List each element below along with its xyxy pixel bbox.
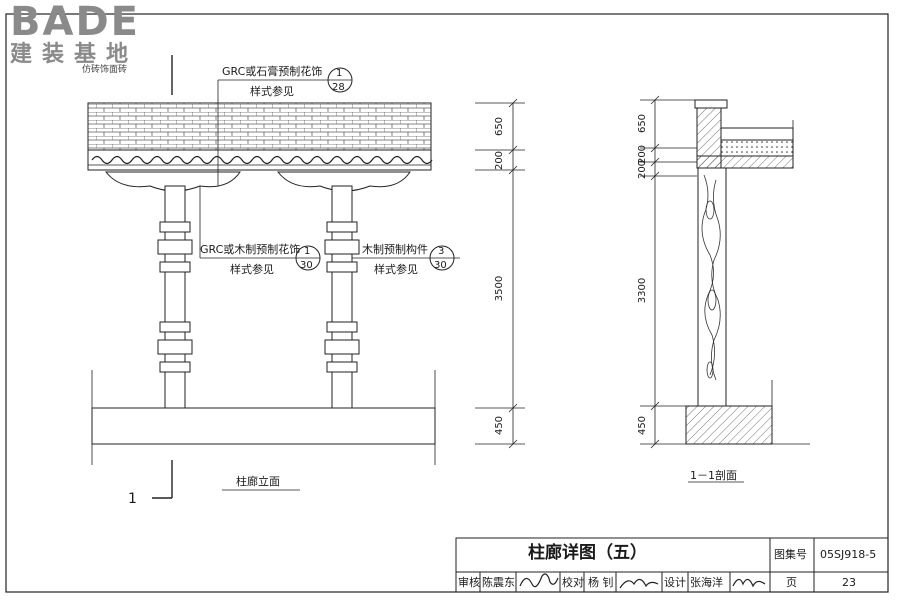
page-label: 页 (786, 576, 797, 589)
check-label: 校对 (562, 576, 584, 589)
section-mark: 1 (128, 491, 137, 507)
design-label: 设计 (664, 576, 686, 589)
elevation-view (87, 55, 460, 499)
section-cap (694, 99, 728, 109)
signature-designer (732, 578, 766, 588)
sheet-frame (5, 13, 889, 593)
review-label: 审核 (458, 576, 480, 589)
dim-left-650: 650 (494, 116, 506, 137)
roof-fill (720, 139, 794, 157)
dim-left-450: 450 (494, 415, 506, 436)
title-block (455, 537, 889, 593)
base-slab (91, 407, 436, 445)
logo-sub-text: 建装基地 (10, 42, 139, 67)
drawing-title: 柱廊详图（五） (528, 543, 647, 563)
brick-wall (87, 102, 432, 151)
callout-right-ref-num: 3 (438, 246, 445, 257)
column-left (157, 185, 193, 409)
callout-right-ref-page: 30 (434, 260, 447, 271)
callout-top-ref-page: 28 (332, 82, 345, 93)
callout-mid-ref-num: 1 (304, 246, 311, 257)
callout-mid-ref-page: 30 (300, 260, 313, 271)
callout-mid-label: GRC或木制预制花饰 (200, 243, 301, 256)
signature-reviewer (519, 573, 559, 588)
dim-right-200b: 200 (637, 159, 649, 180)
dim-left-3500: 3500 (494, 275, 506, 302)
logo-main-text: BADE (10, 0, 140, 45)
dim-right-450: 450 (637, 415, 649, 436)
atlas-label: 图集号 (774, 548, 807, 561)
elevation-dimension-line (475, 98, 525, 449)
designer-name: 张海洋 (690, 576, 723, 589)
frieze-scroll (91, 155, 433, 165)
callout-mid-sub: 样式参见 (230, 263, 274, 276)
checker-name: 杨 钊 (588, 576, 614, 589)
callout-top-label: GRC或石膏预制花饰 (222, 65, 323, 78)
dim-left-200: 200 (494, 150, 506, 171)
callout-top-ref-num: 1 (336, 68, 343, 79)
section-footing (685, 405, 773, 445)
column-right (324, 185, 360, 409)
reviewer-name: 陈震东 (482, 576, 515, 589)
callout-right-sub: 样式参见 (374, 263, 418, 276)
dim-right-650: 650 (637, 113, 649, 134)
section-dimension-line (640, 95, 697, 449)
bade-logo: BADE 建装基地 (10, 2, 140, 66)
atlas-number: 05SJ918-5 (820, 548, 877, 561)
callout-right-label: 木制预制构件 (362, 243, 428, 256)
roof-slab (720, 127, 794, 141)
page-number: 23 (842, 576, 856, 589)
roof-base (696, 155, 794, 169)
signature-checker (619, 578, 659, 589)
frieze-band (87, 149, 432, 171)
wall-note: 仿砖饰面砖 (82, 65, 128, 75)
section-view (640, 99, 810, 483)
elevation-title: 柱廊立面 (236, 475, 280, 488)
section-title: 1－1剖面 (690, 469, 737, 482)
dim-right-3300: 3300 (637, 277, 649, 304)
callout-top-sub: 样式参见 (250, 85, 294, 98)
